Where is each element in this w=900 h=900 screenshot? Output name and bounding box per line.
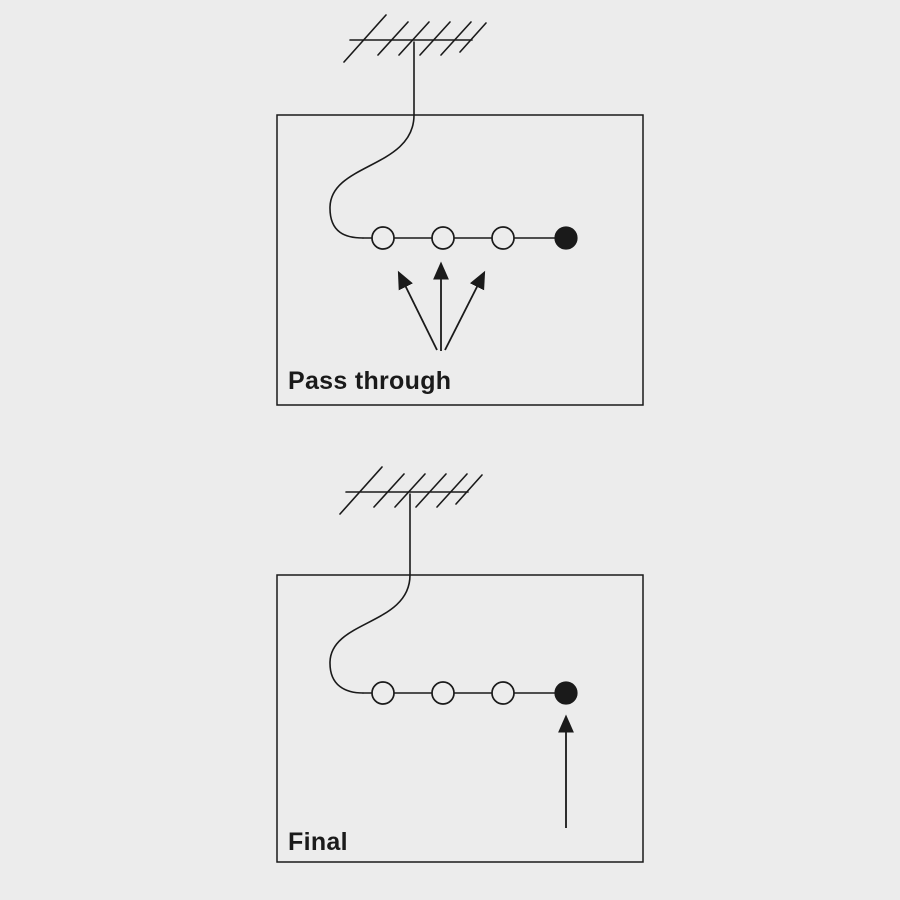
antenna-icon	[343, 14, 487, 63]
pass-through-arrows	[397, 261, 486, 351]
final-box	[276, 574, 644, 863]
open-port-3	[491, 681, 515, 705]
pass-through-box	[276, 114, 644, 406]
up-right-arrow-icon	[444, 270, 486, 351]
open-port-2	[431, 226, 455, 250]
antenna-icon	[339, 466, 483, 515]
terminated-port	[554, 226, 578, 250]
up-left-arrow-icon	[397, 270, 438, 351]
final-panel	[276, 466, 644, 863]
open-port-1	[371, 681, 395, 705]
open-port-3	[491, 226, 515, 250]
cable-curve	[329, 114, 415, 239]
pass-through-label: Pass through	[288, 367, 452, 395]
open-port-2	[431, 681, 455, 705]
pass-through-panel	[276, 14, 644, 406]
terminated-port	[554, 681, 578, 705]
final-label: Final	[288, 828, 348, 856]
cable-curve	[329, 574, 411, 694]
open-port-1	[371, 226, 395, 250]
